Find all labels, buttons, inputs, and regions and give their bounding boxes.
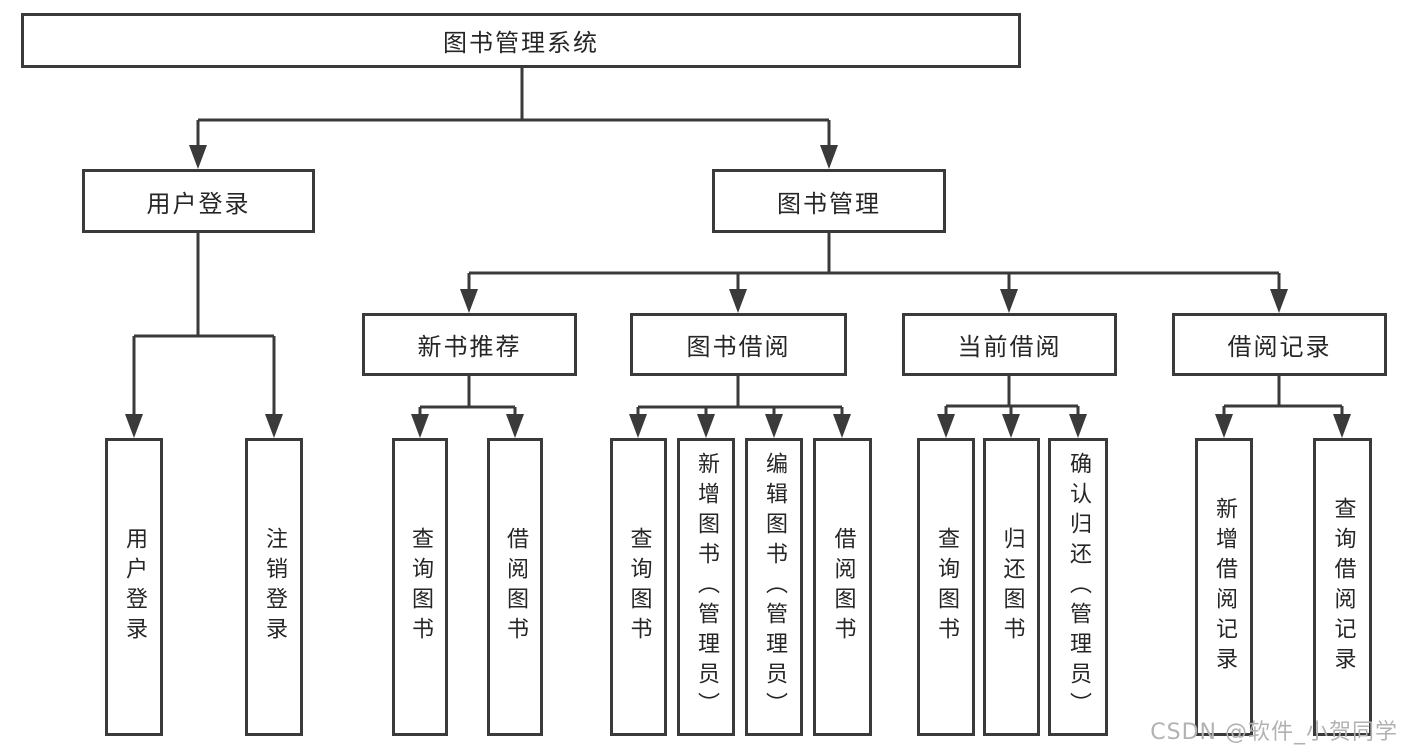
node-user-login: 用户登录: [82, 169, 315, 233]
tree-branch-lines: [132, 68, 1344, 420]
leaf-label: 查询图书: [408, 527, 433, 647]
leaf-label: 用户登录: [122, 527, 147, 647]
leaf-label: 新增借阅记录: [1212, 497, 1237, 677]
leaf-label: 借阅图书: [830, 527, 856, 647]
node-borrow-records: 借阅记录: [1172, 313, 1387, 376]
leaf-label: 查询借阅记录: [1330, 497, 1356, 677]
leaf-label: 借阅图书: [503, 527, 528, 647]
leaf-query-books-borrowing: 查询图书: [610, 438, 667, 736]
node-book-borrowing: 图书借阅: [630, 313, 847, 376]
leaf-label: 查询图书: [626, 527, 652, 647]
node-label: 用户登录: [146, 189, 251, 218]
leaf-query-borrow-record: 查询借阅记录: [1313, 438, 1372, 736]
leaf-label: 注销登录: [262, 527, 287, 647]
node-book-management: 图书管理: [712, 169, 946, 233]
leaf-user-login: 用户登录: [105, 438, 163, 736]
arrow-down-icon: [125, 145, 1351, 438]
leaf-label: 确认归还（管理员）: [1066, 452, 1091, 722]
leaf-return-books: 归还图书: [983, 438, 1040, 736]
node-label: 图书管理: [777, 189, 881, 218]
leaf-label: 编辑图书（管理员）: [762, 452, 787, 722]
leaf-logout: 注销登录: [245, 438, 303, 736]
node-label: 图书借阅: [686, 333, 791, 361]
leaf-borrow-books-borrowing: 借阅图书: [813, 438, 872, 736]
node-label: 当前借阅: [957, 333, 1062, 361]
node-new-book-recommend: 新书推荐: [362, 313, 577, 376]
leaf-edit-books-admin: 编辑图书（管理员）: [745, 438, 803, 736]
leaf-query-books-recommend: 查询图书: [392, 438, 448, 736]
node-label: 图书管理系统: [443, 29, 599, 57]
leaf-add-borrow-record: 新增借阅记录: [1195, 438, 1253, 736]
leaf-confirm-return-admin: 确认归还（管理员）: [1048, 438, 1108, 736]
watermark: CSDN @软件_小贺同学: [1150, 720, 1398, 745]
node-label: 借阅记录: [1227, 333, 1332, 361]
leaf-borrow-books-recommend: 借阅图书: [487, 438, 543, 736]
node-current-borrowing: 当前借阅: [902, 313, 1117, 376]
leaf-query-books-current: 查询图书: [917, 438, 975, 736]
leaf-add-books-admin: 新增图书（管理员）: [677, 438, 735, 736]
node-library-management-system: 图书管理系统: [21, 13, 1021, 68]
leaf-label: 归还图书: [999, 527, 1025, 647]
leaf-label: 查询图书: [934, 527, 959, 647]
node-label: 新书推荐: [417, 333, 522, 361]
leaf-label: 新增图书（管理员）: [694, 452, 719, 722]
